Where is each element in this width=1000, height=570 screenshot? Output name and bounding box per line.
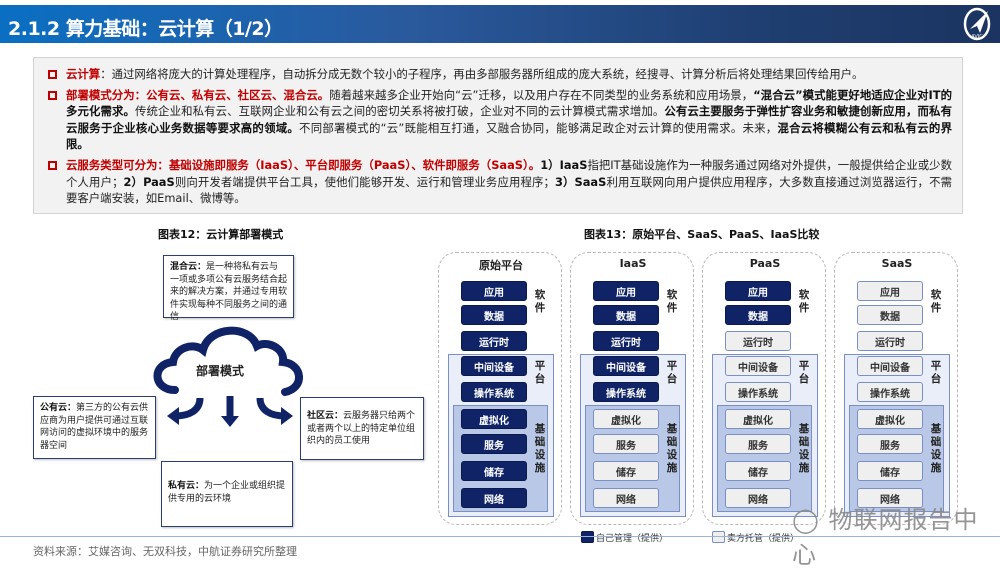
para-service-types: 云服务类型可分为：基础设施即服务（IaaS）、平台即服务（PaaS）、软件即服务… (44, 157, 952, 207)
layer-box: 运行时 (593, 331, 659, 351)
fig12-title: 图表12：云计算部署模式 (158, 228, 284, 241)
layer-box: 储存 (857, 461, 923, 481)
stack-column-3: SaaS 应用数据运行时中间设备操作系统虚拟化服务储存网络 软件平台基础设施 (834, 252, 958, 525)
group-label-software: 软件 (534, 289, 546, 314)
group-label-platform: 平台 (534, 360, 546, 385)
summary-box: 云计算：通过网络将庞大的计算处理程序，自动拆分成无数个较小的子程序，再由多部服务… (33, 57, 963, 214)
bullet-icon (48, 160, 57, 170)
layer-box: 数据 (593, 305, 659, 325)
group-label-software: 软件 (666, 289, 678, 314)
bullet-icon (48, 70, 57, 79)
layer-box: 数据 (857, 305, 923, 325)
page-title: 2.1.2 算力基础：云计算（1/2） (8, 18, 283, 40)
group-label-infra: 基础设施 (534, 423, 546, 474)
legend-own-label: 自己管理（提供） (596, 534, 669, 544)
cloud-center-label: 部署模式 (196, 364, 245, 378)
layer-box: 虚拟化 (593, 409, 659, 429)
layer-box: 服务 (725, 434, 791, 454)
wechat-icon: ◯ (792, 506, 820, 534)
watermark: ◯ 物联网报告中心 (792, 506, 979, 569)
layer-box: 网络 (593, 488, 659, 508)
stack-column-1: IaaS 应用数据运行时中间设备操作系统虚拟化服务储存网络 软件平台基础设施 (570, 252, 694, 525)
avic-logo-icon: AVIC (963, 7, 991, 41)
layer-box: 运行时 (461, 331, 527, 351)
group-label-platform: 平台 (798, 360, 810, 385)
column-title: SaaS (881, 257, 913, 270)
footer-divider (0, 536, 1000, 537)
layer-box: 操作系统 (725, 382, 791, 402)
group-label-platform: 平台 (930, 360, 942, 385)
layer-box: 操作系统 (593, 382, 659, 402)
layer-box: 数据 (461, 305, 527, 325)
layer-box: 储存 (725, 461, 791, 481)
group-label-infra: 基础设施 (798, 423, 810, 474)
layer-box: 虚拟化 (725, 409, 791, 429)
layer-box: 运行时 (725, 331, 791, 351)
layer-box: 储存 (593, 461, 659, 481)
layer-box: 服务 (857, 434, 923, 454)
layer-box: 应用 (593, 281, 659, 301)
legend-vendor-swatch (712, 531, 725, 543)
legend-own-swatch (581, 531, 594, 543)
legend-vendor-label: 卖方托管（提供） (727, 534, 800, 544)
group-label-infra: 基础设施 (666, 423, 678, 474)
group-label-infra: 基础设施 (930, 423, 942, 474)
stack-column-0: 原始平台应用数据运行时中间设备操作系统虚拟化服务储存网络 软件平台基础设施 (438, 252, 562, 525)
layer-box: 应用 (857, 281, 923, 301)
layer-box: 虚拟化 (857, 409, 923, 429)
source-note: 资料来源：艾媒咨询、无双科技，中航证券研究所整理 (33, 545, 297, 558)
layer-box: 虚拟化 (461, 409, 527, 429)
layer-box: 操作系统 (461, 382, 527, 402)
group-label-software: 软件 (798, 289, 810, 314)
private-cloud-box: 私有云：为一个企业或组织提供专用的云环境 (161, 461, 293, 527)
layer-box: 中间设备 (725, 356, 791, 376)
column-title: IaaS (619, 257, 647, 270)
layer-box: 网络 (461, 488, 527, 508)
layer-box: 数据 (725, 305, 791, 325)
layer-box: 服务 (593, 434, 659, 454)
cloud-icon (153, 326, 303, 427)
layer-box: 运行时 (857, 331, 923, 351)
hybrid-cloud-box: 混合云：是一种将私有云与一项或多项公有云服务结合起来的解决方案，并通过专用软件实… (163, 255, 294, 322)
public-cloud-box: 公有云：第三方的公有云供应商为用户提供可通过互联网访问的虚拟环境中的服务器空间 (33, 396, 156, 459)
svg-text:AVIC: AVIC (971, 34, 983, 40)
group-label-software: 软件 (930, 289, 942, 314)
layer-box: 中间设备 (593, 356, 659, 376)
fig13-title: 图表13：原始平台、SaaS、PaaS、IaaS比较 (584, 228, 820, 241)
column-title: PaaS (749, 257, 781, 270)
layer-box: 储存 (461, 461, 527, 481)
layer-box: 应用 (725, 281, 791, 301)
layer-box: 操作系统 (857, 382, 923, 402)
para-deployment: 部署模式分为：公有云、私有云、社区云、混合云。随着越来越多企业开始向“云”迁移，… (44, 87, 952, 153)
bullet-icon (48, 90, 57, 100)
layer-box: 网络 (857, 488, 923, 508)
group-label-platform: 平台 (666, 360, 678, 385)
layer-box: 应用 (461, 281, 527, 301)
community-cloud-box: 社区云：云服务器只给两个或者两个以上的特定单位组织内的员工使用 (300, 397, 424, 460)
para-cloud-computing: 云计算：通过网络将庞大的计算处理程序，自动拆分成无数个较小的子程序，再由多部服务… (44, 66, 952, 83)
header-bar: 2.1.2 算力基础：云计算（1/2） AVIC (0, 5, 1000, 43)
layer-box: 中间设备 (857, 356, 923, 376)
layer-box: 服务 (461, 434, 527, 454)
layer-box: 中间设备 (461, 356, 527, 376)
stack-column-2: PaaS 应用数据运行时中间设备操作系统虚拟化服务储存网络 软件平台基础设施 (702, 252, 826, 525)
layer-box: 网络 (725, 488, 791, 508)
column-title: 原始平台 (479, 259, 523, 272)
